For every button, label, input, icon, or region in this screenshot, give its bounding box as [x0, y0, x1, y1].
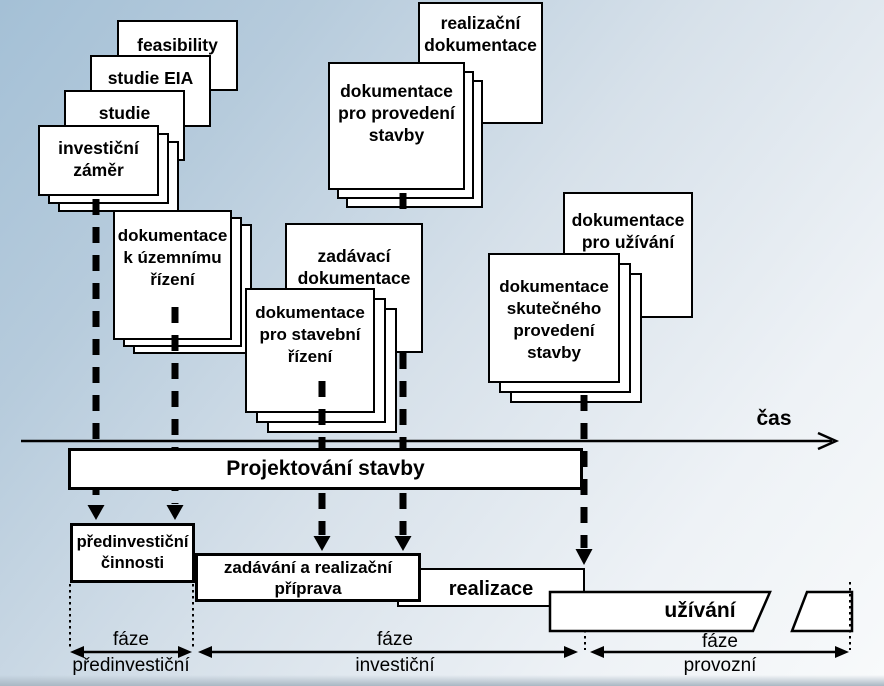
background-bottom-shade — [0, 675, 884, 686]
arrowhead-icon — [178, 646, 192, 658]
card-label-line: investiční — [58, 138, 139, 158]
card-label-line: dokumentace — [255, 303, 365, 322]
card-label-line: pro užívání — [581, 232, 675, 252]
card-label: realizační dokumentace — [420, 12, 541, 56]
arrowhead-icon — [835, 646, 849, 658]
box-label-line: předinvestiční — [76, 533, 189, 551]
card-label-line: dokumentace — [117, 226, 228, 245]
card-label: dokumentace skutečného provedení stavby — [490, 276, 618, 364]
bar-label: Projektování stavby — [226, 457, 425, 480]
box-zadavani-a-realizacni-priprava: zadávání a realizační příprava — [195, 553, 421, 602]
card-label: dokumentace k územnímu řízení — [115, 225, 230, 291]
card-label-line: dokumentace — [571, 210, 685, 230]
card-label-line: dokumentace — [499, 277, 609, 296]
card-label-line: pro stavební — [259, 325, 361, 344]
card-label-line: řízení — [150, 270, 195, 289]
card-label-line: záměr — [73, 160, 124, 180]
card-label-line: dokumentace — [297, 268, 411, 288]
bar-uzivani-segment1 — [548, 590, 772, 633]
arrowhead-icon — [198, 646, 212, 658]
box-label-line: zadávání a realizační — [223, 557, 393, 577]
card-dokumentace-k-uzemnimu-rizeni: dokumentace k územnímu řízení — [113, 210, 232, 340]
arrowhead-icon — [166, 505, 184, 520]
card-label-line: dokumentace — [424, 35, 537, 55]
time-axis-arrowhead-icon — [817, 431, 840, 451]
card-dokumentace-skutecneho-provedeni-stavby: dokumentace skutečného provedení stavby — [488, 253, 620, 383]
box-label-line: příprava — [274, 578, 342, 598]
card-label-line: k územnímu — [123, 248, 222, 267]
card-dokumentace-pro-provedeni-stavby: dokumentace pro provedení stavby — [328, 62, 465, 190]
arrowhead-icon — [313, 536, 331, 551]
card-label: feasibility — [137, 35, 218, 55]
box-predinvesticni-cinnosti: předinvestiční činnosti — [70, 523, 195, 583]
card-label-line: skutečného — [506, 299, 602, 318]
card-label: dokumentace pro provedení stavby — [330, 80, 463, 146]
card-label-line: stavby — [368, 125, 425, 145]
card-investicni-zamer: investiční záměr — [38, 125, 159, 196]
bar-uzivani-segment2 — [790, 590, 854, 633]
arrowhead-icon — [575, 549, 593, 565]
card-dokumentace-pro-stavebni-rizeni: dokumentace pro stavební řízení — [245, 288, 375, 413]
arrowhead-icon — [87, 505, 105, 520]
card-label: dokumentace pro stavební řízení — [247, 302, 373, 368]
card-label-line: řízení — [287, 347, 333, 366]
card-label-line: dokumentace — [340, 81, 453, 101]
card-label: investiční záměr — [40, 137, 157, 181]
card-label: studie — [98, 103, 151, 123]
card-label-line: stavby — [527, 343, 581, 362]
box-label-line: činnosti — [100, 554, 165, 572]
arrowhead-icon — [394, 536, 412, 551]
arrowhead-icon — [564, 646, 578, 658]
card-label: zadávací dokumentace — [287, 245, 421, 289]
arrowhead-icon — [70, 646, 84, 658]
card-label: dokumentace pro užívání — [565, 209, 691, 253]
card-label: studie EIA — [107, 68, 194, 88]
card-label-line: realizační — [440, 13, 521, 33]
card-label-line: pro provedení — [338, 103, 455, 123]
arrowhead-icon — [590, 646, 604, 658]
card-label-line: provedení — [513, 321, 595, 340]
card-label-line: zadávací — [317, 246, 391, 266]
bar-projektovani-stavby: Projektování stavby — [68, 448, 583, 490]
